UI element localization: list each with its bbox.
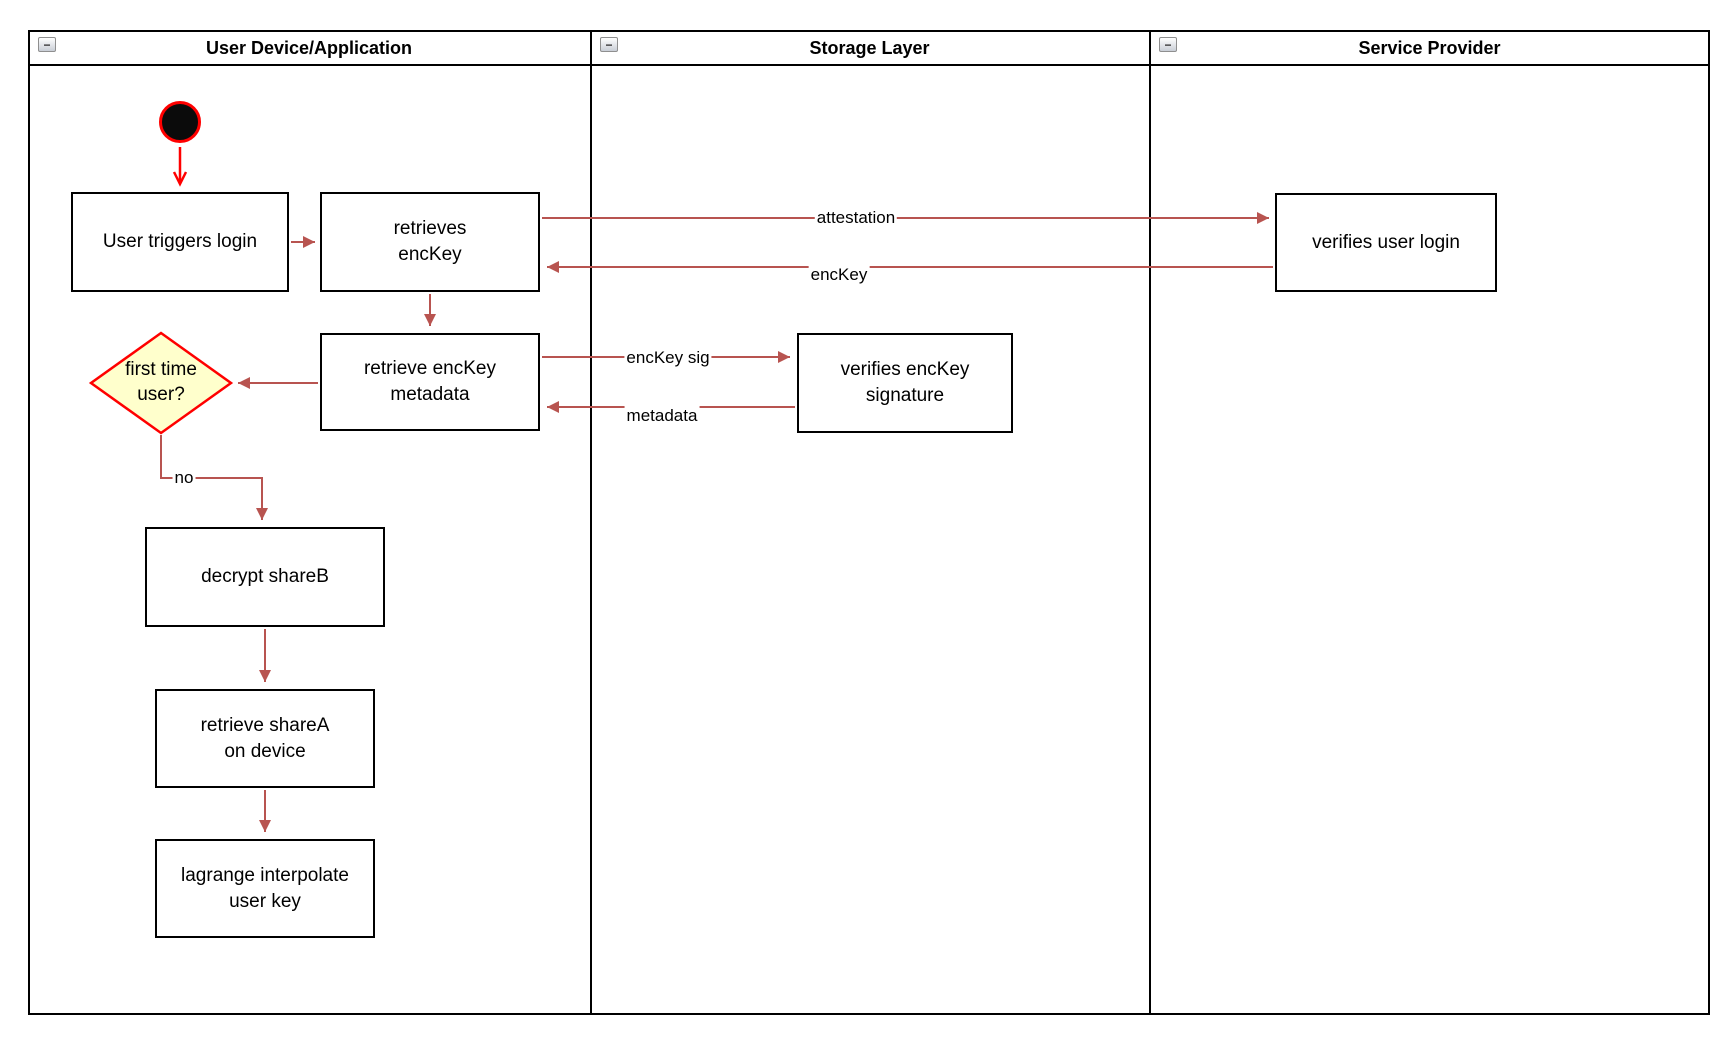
lane-title-user-device: User Device/Application: [205, 37, 413, 58]
edge-label-attestation[interactable]: attestation: [814, 208, 898, 228]
lane-divider-2: [1149, 30, 1151, 1015]
lane-header-divider: [28, 64, 1710, 66]
node-user-triggers-login[interactable]: User triggers login: [71, 192, 289, 292]
node-retrieves-enckey[interactable]: retrieves encKey: [320, 192, 540, 292]
edge-no-branch: [160, 435, 268, 520]
lane-title-service-provider: Service Provider: [1358, 37, 1501, 58]
lane-header-service-provider[interactable]: − Service Provider: [1151, 32, 1708, 64]
node-retrieve-enckey-metadata[interactable]: retrieve encKey metadata: [320, 333, 540, 431]
node-verifies-user-login[interactable]: verifies user login: [1275, 193, 1497, 292]
lane-header-user-device[interactable]: − User Device/Application: [30, 32, 588, 64]
decision-diamond[interactable]: [88, 331, 234, 435]
node-verifies-enckey-signature[interactable]: verifies encKey signature: [797, 333, 1013, 433]
lane-divider-1: [590, 30, 592, 1015]
node-lagrange-interpolate-user-key[interactable]: lagrange interpolate user key: [155, 839, 375, 938]
lane-header-storage-layer[interactable]: − Storage Layer: [592, 32, 1147, 64]
collapse-icon[interactable]: −: [600, 37, 618, 52]
edge-label-metadata[interactable]: metadata: [624, 406, 700, 426]
edge-label-enckey-sig[interactable]: encKey sig: [624, 348, 712, 368]
start-node[interactable]: [159, 101, 201, 143]
decision-label-first-time-user: first time user?: [125, 359, 197, 405]
collapse-icon[interactable]: −: [38, 37, 56, 52]
lane-title-storage-layer: Storage Layer: [809, 37, 930, 58]
collapse-icon[interactable]: −: [1159, 37, 1177, 52]
edge-label-no[interactable]: no: [172, 468, 196, 488]
edge-label-enckey[interactable]: encKey: [808, 265, 870, 285]
node-retrieve-sharea-on-device[interactable]: retrieve shareA on device: [155, 689, 375, 788]
node-decrypt-shareb[interactable]: decrypt shareB: [145, 527, 385, 627]
